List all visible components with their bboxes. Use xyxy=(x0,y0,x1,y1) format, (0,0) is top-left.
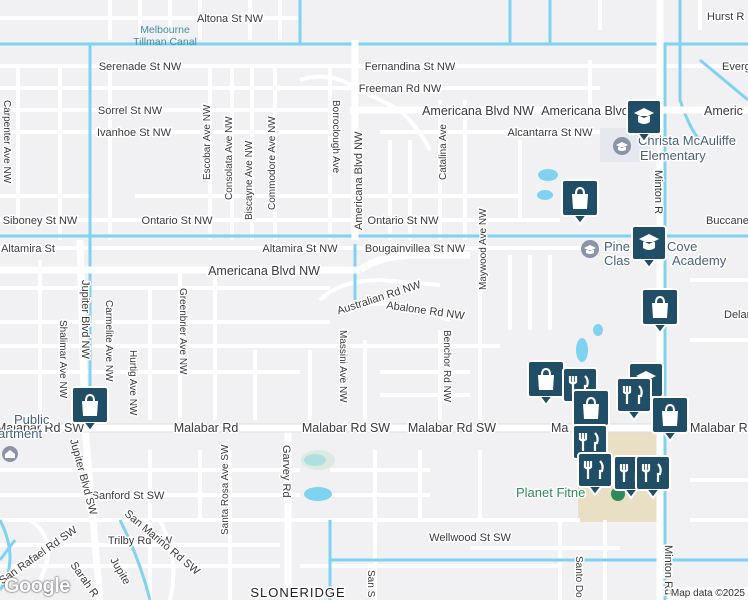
fork-knife-icon xyxy=(641,463,662,482)
street-label: Altona St NW xyxy=(197,13,264,25)
street-label: Hurtig Ave NW xyxy=(127,350,138,416)
restaurant-marker[interactable] xyxy=(635,455,671,500)
street-label: Jupiter Blvd NW xyxy=(79,280,91,359)
street-label: Maywood Ave NW xyxy=(478,208,489,290)
place-label[interactable]: Elementary xyxy=(639,147,708,165)
restaurant-marker[interactable] xyxy=(577,452,613,497)
street-label: Americana Blvd xyxy=(541,104,629,118)
street-label: Escobar Ave NW xyxy=(202,104,213,180)
neighborhood-label: SLONERIDGE xyxy=(250,585,345,600)
fork-knife-icon xyxy=(583,460,604,479)
place-label[interactable]: artment xyxy=(0,425,44,443)
street-label: Freeman Rd NW xyxy=(359,83,442,95)
street-label: Americana Blvd NW xyxy=(422,104,534,118)
place-label[interactable]: Academy xyxy=(671,252,729,270)
street-label: Malabar Rd SW xyxy=(302,421,390,435)
shopping-marker[interactable] xyxy=(572,389,610,427)
street-label: Commodore Ave NW xyxy=(267,116,278,210)
street-label: Malabar Rd SW xyxy=(0,421,84,435)
street-label: Delancey S xyxy=(724,309,748,321)
place-label[interactable]: Pine xyxy=(603,238,632,256)
graduation-cap-icon xyxy=(634,108,654,124)
fork-knife-icon xyxy=(578,432,599,451)
road-outlines xyxy=(0,423,748,433)
fork-knife-icon xyxy=(622,385,643,404)
street-label: Greenbrier Ave NW xyxy=(177,288,188,375)
school-marker[interactable] xyxy=(626,99,662,144)
street-label: Americana Blvd NW xyxy=(208,264,320,278)
place-label[interactable]: Clas xyxy=(603,252,633,270)
street-label: San S xyxy=(365,570,376,598)
street-label: Shalimar Ave NW xyxy=(57,320,68,399)
place-label[interactable]: Cove xyxy=(666,238,699,256)
restaurant-marker[interactable] xyxy=(616,377,652,422)
street-label: Americ xyxy=(704,104,743,118)
street-label: Hurst R xyxy=(707,11,744,23)
street-label: Borroclough Ave xyxy=(330,100,341,174)
street-label: Ontario St NW xyxy=(368,215,440,227)
school-marker[interactable] xyxy=(631,225,667,270)
street-label: Alcantarra St NW xyxy=(508,127,594,139)
water-label: Tillman Canal xyxy=(133,36,197,48)
shopping-marker[interactable] xyxy=(651,396,689,443)
street-label: Carpenter Ave NW xyxy=(1,100,12,184)
street-label: Everg xyxy=(722,61,748,73)
shopping-bag-icon xyxy=(538,367,554,390)
street-label: Trilby Rd SW xyxy=(108,535,173,547)
graduation-cap-icon xyxy=(639,234,659,250)
place-label[interactable]: Christa McAuliffe xyxy=(637,132,738,150)
street-label: Altamira St NW xyxy=(262,243,338,255)
shopping-bag-icon xyxy=(652,295,668,318)
google-logo: Google xyxy=(4,575,70,597)
shopping-bag-icon xyxy=(572,186,588,209)
map-attribution: Map data ©2025 xyxy=(667,587,748,600)
street-label: Malabar Rd SE xyxy=(690,421,748,435)
street-label: Consolata Ave NW xyxy=(224,116,235,200)
shopping-marker[interactable] xyxy=(641,288,679,335)
street-label: Ivanhoe St NW xyxy=(97,127,172,139)
street-label: Ma xyxy=(551,421,568,435)
park-area xyxy=(301,450,335,470)
street-label: Sorrel St NW xyxy=(98,105,163,117)
shopping-marker[interactable] xyxy=(71,386,109,433)
street-label: Malabar Rd xyxy=(174,421,239,435)
street-label: Minton R xyxy=(652,170,664,214)
street-label: Catalina Ave xyxy=(438,124,449,180)
shopping-bag-icon xyxy=(82,393,98,416)
street-label: Garvey Rd xyxy=(280,445,292,498)
street-label: Minton Rd xyxy=(662,545,674,595)
street-label: Serenade St NW xyxy=(99,61,182,73)
street-label: Massini Ave NW xyxy=(337,330,348,403)
shopping-marker[interactable] xyxy=(527,360,565,407)
place-labels: Christa McAuliffe Elementary Pine Cove C… xyxy=(0,132,738,502)
street-label: Santo Do xyxy=(573,556,584,598)
street-label: Biscayne Ave NW xyxy=(244,140,255,220)
shopping-bag-icon xyxy=(583,396,599,419)
street-label: Sanford St SW xyxy=(92,490,165,502)
street-label: Americana Blvd NW xyxy=(353,131,365,230)
street-label: Benchor Rd NW xyxy=(441,330,452,403)
school-icon xyxy=(581,240,599,258)
street-label: Fernandina St NW xyxy=(365,61,456,73)
street-label: Siboney St NW xyxy=(3,215,78,227)
water-label: Melbourne xyxy=(140,24,190,36)
place-label[interactable]: Planet Fitne xyxy=(515,484,587,502)
library-icon xyxy=(2,446,18,462)
shopping-bag-icon xyxy=(662,403,678,426)
street-label: Buccane xyxy=(706,215,748,227)
street-label: Carmelite Ave NW xyxy=(103,300,114,382)
school-icon xyxy=(613,137,631,155)
street-label: Santa Rosa Ave SW xyxy=(220,444,231,535)
street-label: Malabar Rd SW xyxy=(408,421,496,435)
map-markers[interactable] xyxy=(71,99,689,500)
shopping-marker[interactable] xyxy=(561,179,599,226)
street-label: Wellwood St SW xyxy=(429,532,511,544)
street-label: Ontario St NW xyxy=(142,215,214,227)
place-label[interactable]: Public xyxy=(13,411,52,429)
street-label: Altamira St xyxy=(1,243,55,255)
street-label: Bougainvillea St NW xyxy=(365,243,466,255)
